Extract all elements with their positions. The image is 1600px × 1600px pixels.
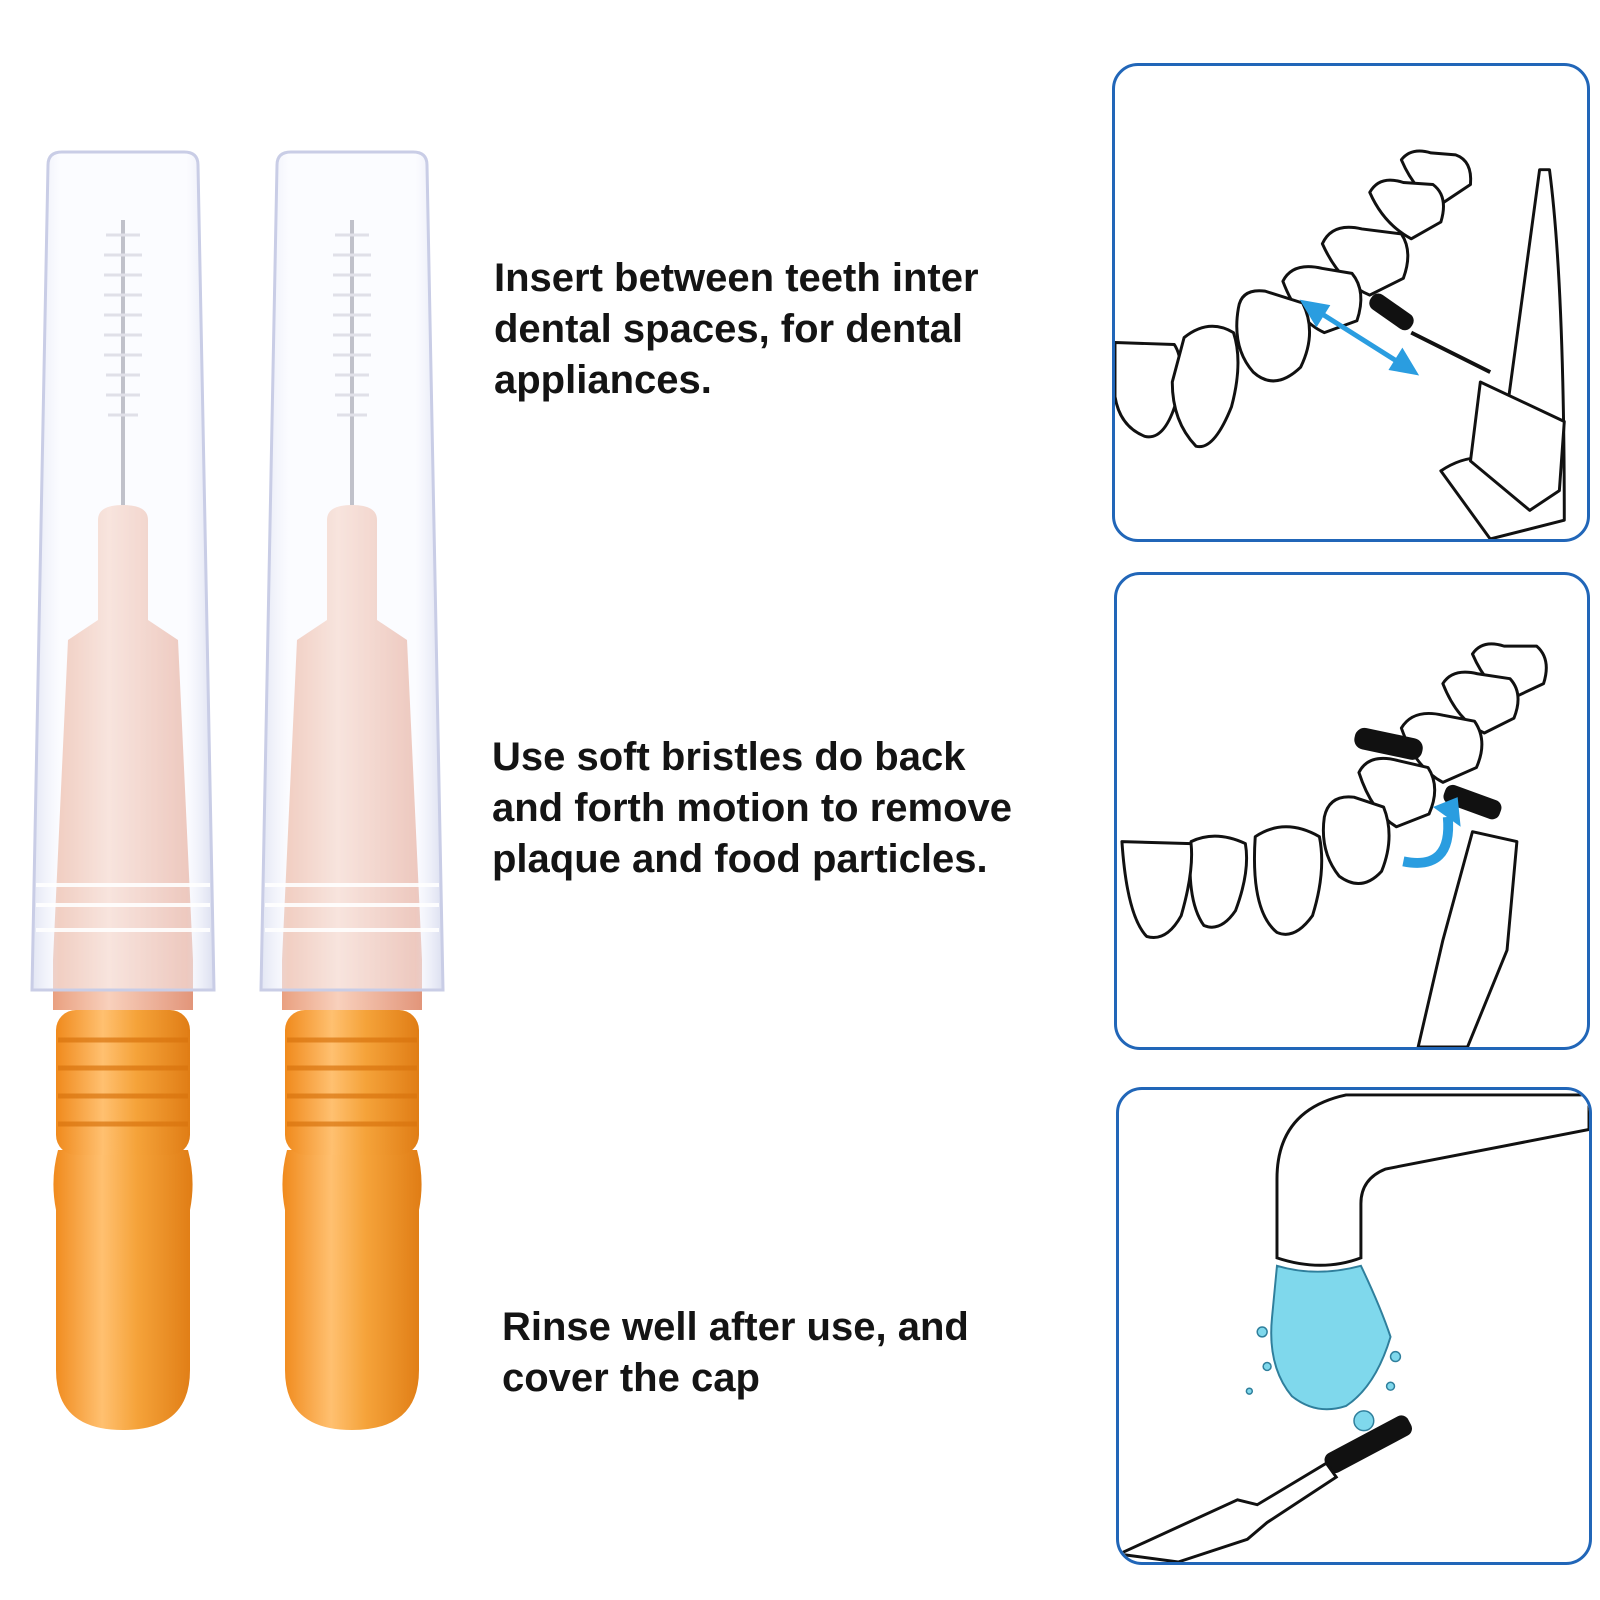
- step-3-illustration-panel: [1116, 1087, 1592, 1565]
- teeth-insert-illustration: [1115, 149, 1566, 539]
- rinse-faucet-illustration: [1119, 1093, 1589, 1562]
- teeth-brush-motion-illustration: [1120, 642, 1548, 1047]
- step-1-text: Insert between teeth inter dental spaces…: [494, 256, 979, 402]
- step-1-illustration-panel: [1112, 63, 1590, 542]
- interdental-brushes-illustration: [0, 0, 480, 1600]
- step-2-illustration-panel: [1114, 572, 1590, 1050]
- step-2-text: Use soft bristles do back and forth moti…: [492, 735, 1012, 881]
- step-3-text: Rinse well after use, and cover the cap: [502, 1305, 969, 1400]
